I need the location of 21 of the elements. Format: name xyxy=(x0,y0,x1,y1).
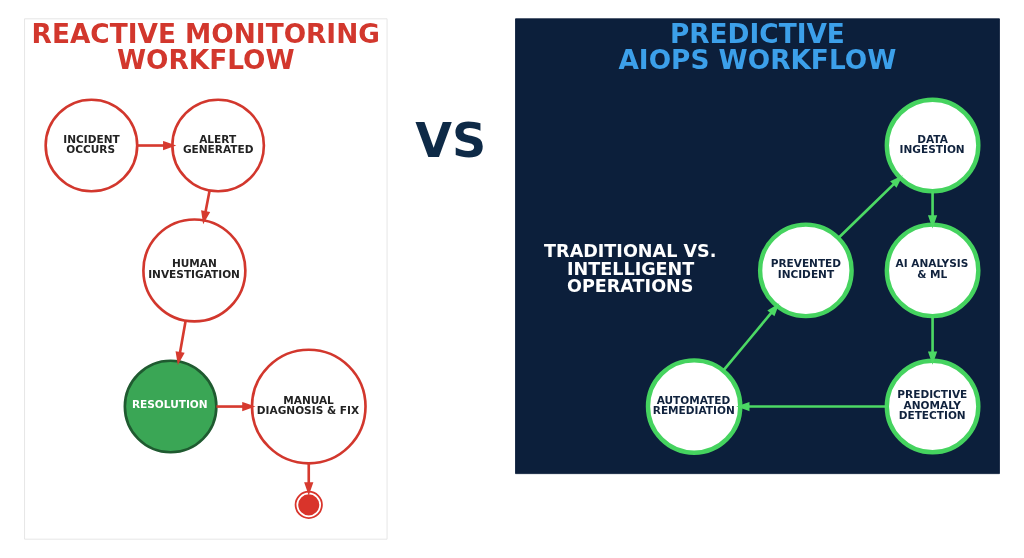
node-circle: AI ANALYSIS & ML xyxy=(884,222,981,319)
arrow xyxy=(304,463,314,496)
label: TRADITIONAL VS. INTELLIGENT OPERATIONS xyxy=(544,241,717,297)
node-circle: MANUAL DIAGNOSIS & FIX xyxy=(250,348,367,465)
node-circle: INCIDENT OCCURS xyxy=(44,98,139,193)
arrow xyxy=(722,303,780,372)
arrow xyxy=(201,190,211,225)
node-circle: ALERT GENERATED xyxy=(171,98,266,193)
arrow xyxy=(927,191,938,229)
arrow xyxy=(927,316,938,365)
node-circle: HUMAN INVESTIGATION xyxy=(142,218,247,323)
label: VS xyxy=(415,112,487,168)
arrow xyxy=(837,175,903,239)
arrow xyxy=(137,140,177,151)
node-circle: RESOLUTION xyxy=(123,359,218,454)
node-circle: DATA INGESTION xyxy=(884,97,981,194)
arrow xyxy=(736,401,887,412)
arrow xyxy=(216,401,256,412)
node-circle: AUTOMATED REMEDIATION xyxy=(645,358,743,455)
node-circle: PREDICTIVE ANOMALY DETECTION xyxy=(884,358,981,455)
arrow xyxy=(175,320,187,366)
